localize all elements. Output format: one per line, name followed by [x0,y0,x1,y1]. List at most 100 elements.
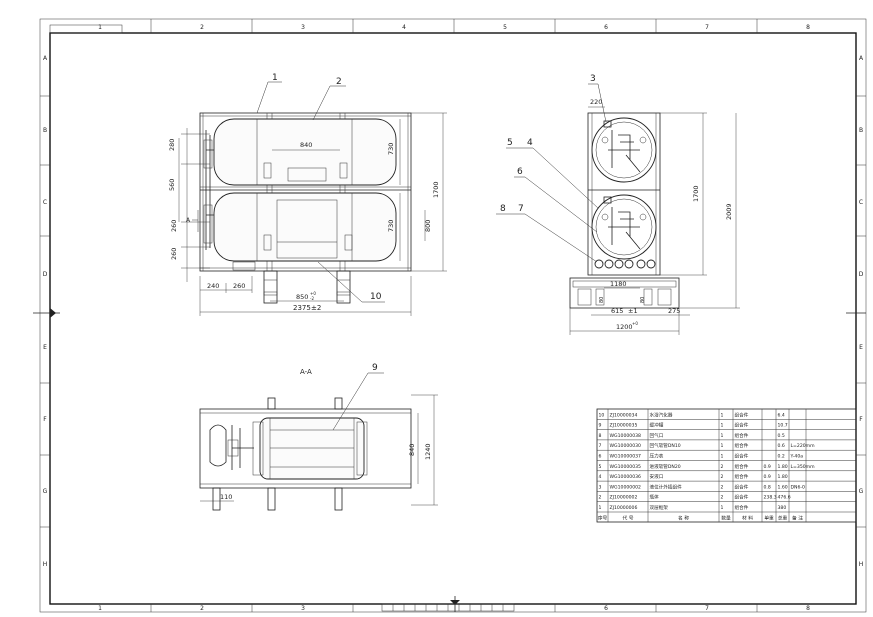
dim-840: 840 [300,141,312,149]
col-label: 3 [301,605,305,612]
bom-cell: 2 [721,495,724,501]
bom-cell: 瓶体 [650,494,660,501]
bom-cell: 2 [599,495,602,501]
bom-cell: 安液口 [650,473,664,480]
section-tank [259,417,365,480]
row-label: C [43,199,47,206]
bom-cell: DN6-0 [791,484,806,490]
row-label: E [43,344,47,351]
balloon-5: 5 [507,138,513,148]
bom-cell: 10 [599,412,605,418]
dim-240: 240 [207,282,219,290]
dim-2375-tol: ±2 [311,304,321,312]
column-ticks-top [150,19,758,33]
tank-upper [213,118,397,186]
col-label: 7 [705,24,709,31]
bom-cell: 组合件 [735,504,749,511]
col-label: 8 [806,605,810,612]
bottom-fittings [594,259,656,269]
bom-cell: 2 [721,464,724,470]
row-label: D [43,271,48,278]
bom-cell: 2 [721,484,724,490]
bom-cell: WG10000002 [610,484,642,490]
dim-1180: 1180 [610,280,627,288]
row-label: F [859,416,863,423]
row-label: E [859,344,863,351]
centering-mark-left [33,308,60,318]
outer-border [39,18,867,613]
col-label: 4 [402,24,406,31]
bom-cell: 5 [599,464,602,470]
row-label: A [43,55,48,62]
tank-end-lower [591,194,657,260]
bom-cell: 回气软管DN10 [650,442,681,449]
col-label: 3 [301,24,305,31]
col-label: 8 [806,24,810,31]
balloon-4: 4 [527,138,533,148]
zone-labels: 1 2 3 4 5 6 7 8 1 2 3 6 7 8 A B C D E F … [43,24,864,612]
row-label: B [859,127,863,134]
col-label: 5 [503,24,507,31]
row-label: D [859,271,864,278]
bom-cell: 进液软管DN20 [650,463,681,470]
col-label: 1 [98,605,102,612]
row-label: H [859,561,864,568]
bom-cell: 组合件 [735,494,749,501]
row-ticks [40,95,866,528]
dim-260: 260 [170,248,178,260]
bom-cell: ZJ10000006 [610,505,638,511]
col-label: 2 [200,24,204,31]
dim-615: 615 [611,307,623,315]
bom-cell: WG10000038 [610,433,642,439]
dim-2009: 2009 [725,203,733,220]
bom-cell: 10.7 [778,423,788,429]
col-label: 1 [98,24,102,31]
bom-cell: 1 [721,454,724,460]
dim-80: 80 [640,297,646,303]
dim-850: 850 [296,293,308,301]
dim-260: 260 [170,220,178,232]
bom-cell: WG10000037 [610,454,642,460]
bom-cell: 组合件 [735,411,749,418]
bom-cell: 双层框架 [650,504,669,511]
bom-cell: WG10000036 [610,474,642,480]
bom-header-cell: 材 料 [742,514,753,521]
bom-header-cell: 数量 [721,514,731,521]
balloon-7: 7 [518,204,524,214]
bom-cell: 380 [778,505,787,511]
dim-850-tol: -2 [310,296,314,301]
tank-lower [213,192,397,262]
bom-header-cell: 备 注 [792,514,803,521]
dim-80: 80 [599,297,605,303]
frame-outline [199,112,412,272]
dim-2375: 2375 [293,304,311,312]
col-label: 2 [200,605,204,612]
bom-cell: 组合件 [735,432,749,439]
bom-cell: 1 [721,433,724,439]
bom-cell: 9 [599,423,602,429]
bom-cell: 3 [599,484,602,490]
bom-cell: 6.4 [778,412,785,418]
bom-cell: WG10000030 [610,443,642,449]
col-label: 6 [604,24,608,31]
bom-cell: 组合件 [735,463,749,470]
dim-850-tol-up: +0 [310,291,316,296]
tank-end-upper [591,117,657,183]
bom-header-cell: 名 称 [678,514,689,521]
dim-800: 800 [424,220,432,232]
dim-615-tol: ±1 [628,307,638,315]
bom-cell: 1 [599,505,602,511]
row-label: C [859,199,863,206]
balloon-8: 8 [500,204,506,214]
balloon-6: 6 [517,167,523,177]
bom-cell: 6 [599,454,602,460]
bom-cell: 476.6 [778,495,791,501]
dim-280: 280 [168,139,176,151]
inner-border [49,32,857,605]
dim-1240: 1240 [424,443,432,460]
side-frame [587,112,661,276]
scale-bar [381,603,515,612]
